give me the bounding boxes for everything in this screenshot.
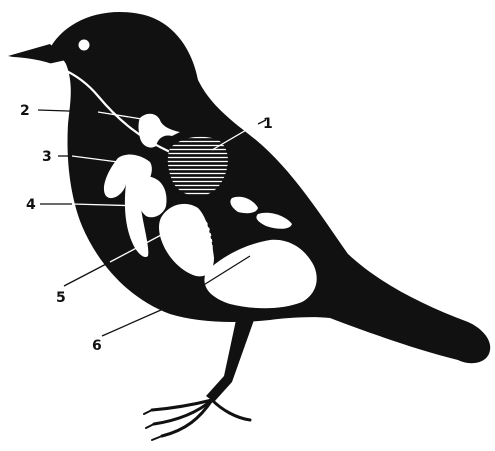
- label-6: 6: [92, 338, 102, 354]
- label-4: 4: [26, 197, 36, 213]
- label-1: 1: [263, 116, 273, 132]
- label-2: 2: [20, 103, 30, 119]
- leader-line-6: [102, 306, 170, 336]
- bird-eye: [79, 40, 90, 51]
- label-5: 5: [56, 290, 66, 306]
- label-3: 3: [42, 149, 52, 165]
- leader-line-5: [64, 262, 110, 286]
- bird-foot: [144, 400, 250, 440]
- bird-leg: [206, 320, 254, 402]
